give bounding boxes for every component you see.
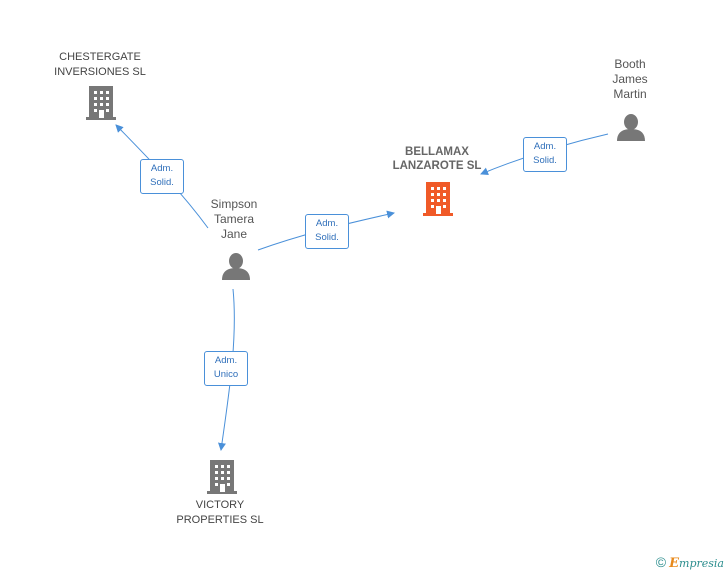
building-icon-victory (207, 460, 237, 494)
company-name-line2: LANZAROTE SL (392, 160, 482, 172)
relation-badge-booth-bellamax[interactable]: Adm. Solid. (523, 137, 567, 172)
relation-role-line1: Adm. (214, 355, 238, 366)
company-label-victory[interactable]: VICTORY PROPERTIES SL (160, 498, 280, 528)
relation-role-line1: Adm. (315, 218, 339, 229)
empresia-logo: © Empresia (656, 554, 724, 571)
relation-role-line2: Solid. (533, 155, 557, 166)
person-name-line3: Martin (613, 87, 647, 101)
person-name-line1: Simpson (210, 197, 258, 211)
person-name-line1: Booth (614, 57, 646, 71)
relation-role-line2: Solid. (150, 177, 174, 188)
person-label-simpson[interactable]: Simpson Tamera Jane (194, 197, 274, 242)
company-name-line1: CHESTERGATE (59, 51, 141, 63)
company-name-line1: VICTORY (195, 499, 245, 511)
person-name-line2: James (612, 72, 648, 86)
company-name-line2: PROPERTIES SL (176, 514, 264, 526)
company-label-bellamax[interactable]: BELLAMAX LANZAROTE SL (377, 145, 497, 173)
relation-role-line1: Adm. (150, 163, 174, 174)
relation-role-line1: Adm. (533, 141, 557, 152)
person-name-line2: Tamera (213, 212, 254, 226)
building-icon-bellamax (423, 182, 453, 216)
building-icon-chestergate (86, 86, 116, 120)
company-label-chestergate[interactable]: CHESTERGATE INVERSIONES SL (40, 50, 160, 80)
relation-badge-simpson-chestergate[interactable]: Adm. Solid. (140, 159, 184, 194)
copyright-symbol: © (655, 554, 667, 570)
person-name-line3: Jane (220, 227, 248, 241)
person-label-booth[interactable]: Booth James Martin (590, 57, 670, 102)
brand-initial: E (669, 556, 680, 571)
company-name-line2: INVERSIONES SL (54, 66, 146, 78)
company-name-line1: BELLAMAX (405, 146, 469, 158)
relation-role-line2: Solid. (315, 232, 339, 243)
brand-text: mpresia (679, 557, 724, 570)
person-icon-simpson (222, 253, 250, 280)
relation-role-line2: Unico (213, 369, 239, 380)
relation-badge-simpson-victory[interactable]: Adm. Unico (204, 351, 248, 386)
relation-badge-simpson-bellamax[interactable]: Adm. Solid. (305, 214, 349, 249)
person-icon-booth (617, 114, 645, 141)
